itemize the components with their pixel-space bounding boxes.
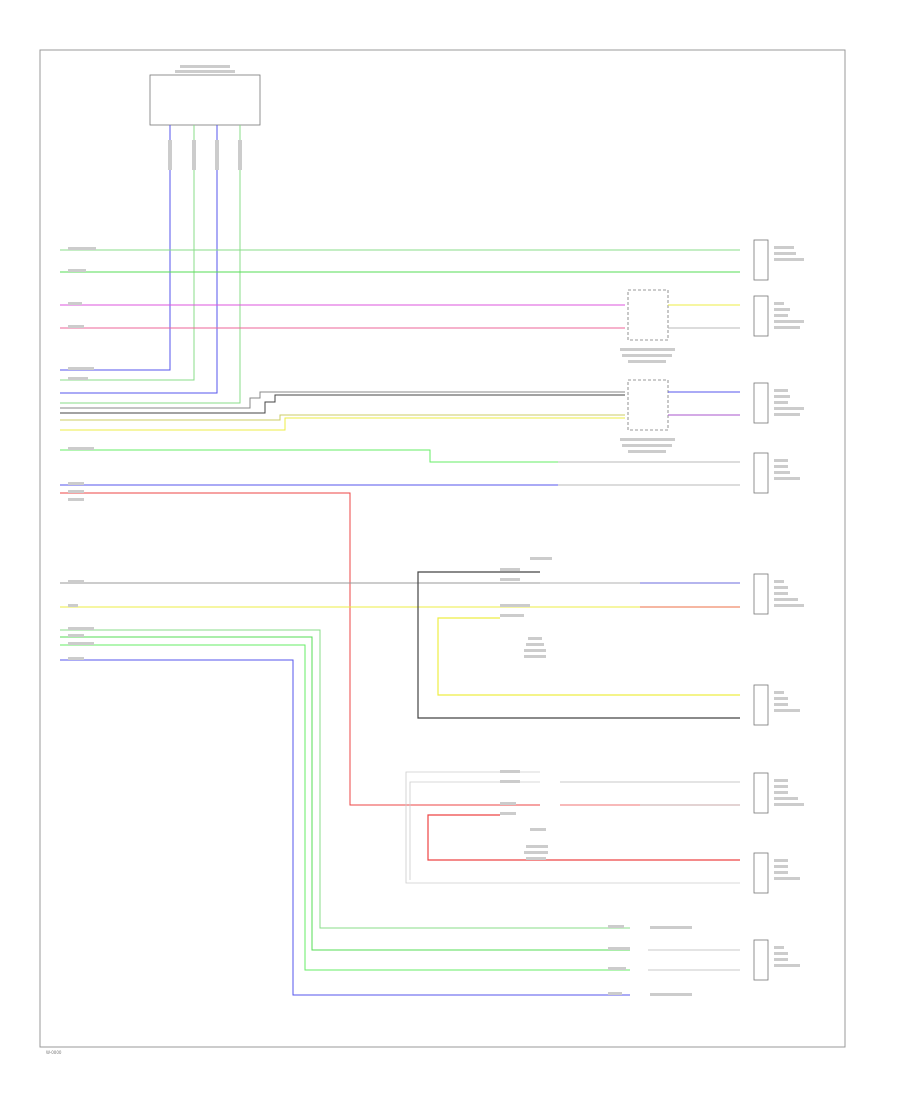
left-door-connector [417,571,740,719]
diagram-frame [39,49,846,1048]
speaker-labels [774,246,804,967]
speakers [753,239,769,981]
speaker-5 [753,573,769,615]
crossover-right [620,379,675,453]
right-door-connector [405,771,740,884]
speaker-9 [753,939,769,981]
harness-lines [60,249,740,996]
bottom-connector-labels [608,925,692,996]
head-unit [149,65,261,126]
right-door-labels [500,770,548,860]
left-labels [68,247,96,660]
speaker-8 [753,852,769,894]
speaker-4 [753,452,769,494]
bottom-connector [648,949,740,971]
crossover-left [620,289,675,363]
head-unit-wires [60,125,242,404]
speaker-7 [753,772,769,814]
speaker-3 [753,382,769,424]
left-door-labels [500,557,552,658]
speaker-1 [753,239,769,281]
crossover-outputs [558,304,740,486]
speaker-6 [753,684,769,726]
footer-code: W-0000 [46,1050,62,1055]
speaker-2 [753,295,769,337]
